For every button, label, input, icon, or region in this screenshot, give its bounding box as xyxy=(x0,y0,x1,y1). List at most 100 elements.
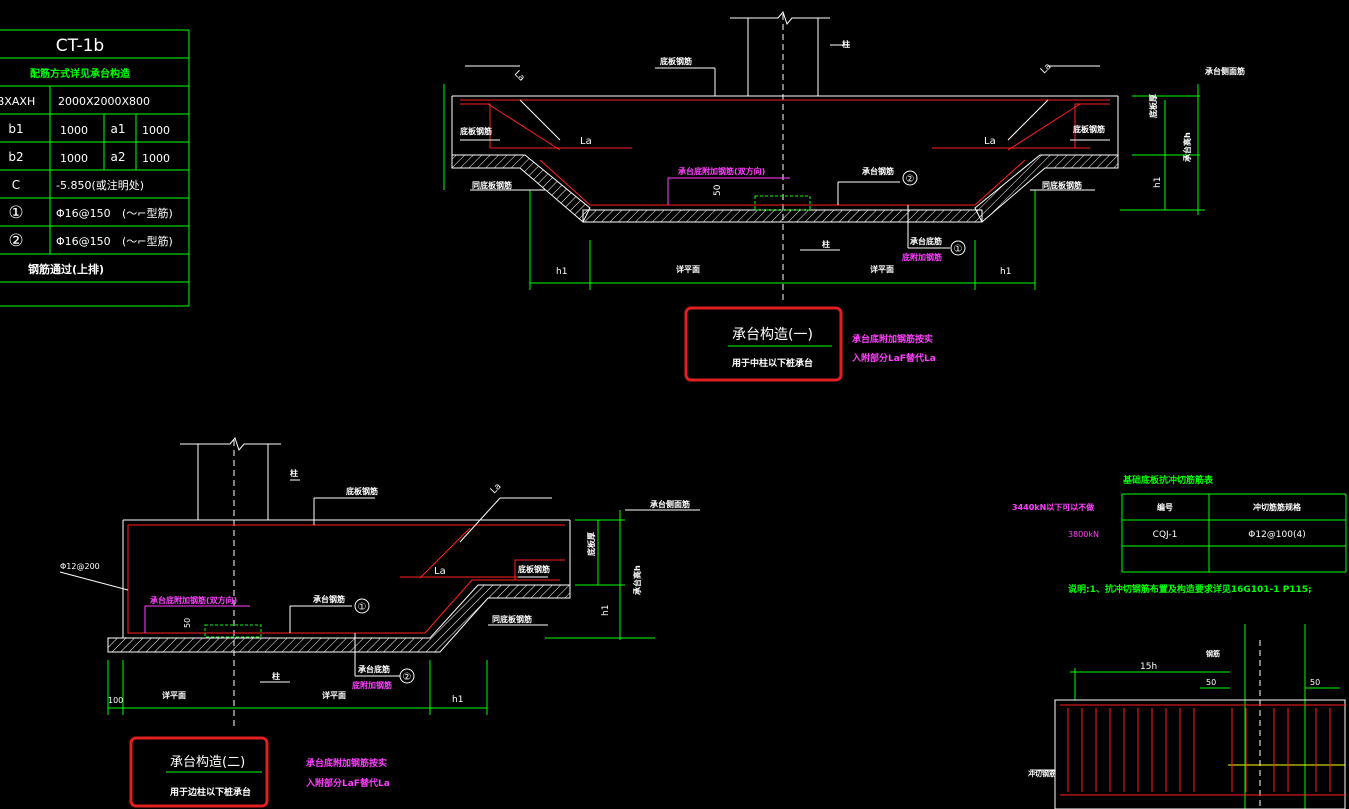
d3-dim-15h: 15h xyxy=(1140,662,1157,672)
detail-1-structure xyxy=(443,10,1205,300)
d1-label-h1-left: h1 xyxy=(556,267,567,277)
d1-label-detail-left: 详平面 xyxy=(676,264,700,274)
d2-label-slab-bar: 底板钢筋 xyxy=(517,564,550,574)
d2-label-cap-bar: 承台钢筋 xyxy=(313,594,345,604)
d2-label-column: 柱 xyxy=(290,468,298,478)
param-row-0-label: BXAXH xyxy=(0,95,35,108)
d1-label-slab-thick: 底板厚 xyxy=(1148,94,1158,119)
d1-label-slab-bar-right: 底板钢筋 xyxy=(1072,124,1105,134)
param-row-1-value: 1000 xyxy=(60,124,88,137)
d2-circle-1-label: ① xyxy=(358,602,367,613)
d1-label-column: 柱 xyxy=(842,39,850,49)
punch-note: 说明:1、抗冲切钢筋布置及构造要求详见16G101-1 P115; xyxy=(1068,583,1312,595)
param-row-2-value: 1000 xyxy=(60,152,88,165)
d1-label-la-top-right: La xyxy=(1039,62,1054,77)
punch-row-0: CQJ-1 xyxy=(1153,530,1178,540)
param-row-4-note: (〜⌐型筋) xyxy=(122,206,173,220)
d2-label-detail-right: 详平面 xyxy=(322,690,346,700)
param-row-5-value: Φ16@150 xyxy=(56,235,111,248)
param-row-1-value2: 1000 xyxy=(142,124,170,137)
d3-dim-50b: 50 xyxy=(1310,678,1320,687)
d1-label-h1-right: h1 xyxy=(1000,267,1011,277)
detail-2-circles xyxy=(354,598,415,684)
d1-label-cap-h: 承台高h xyxy=(1182,132,1192,162)
d1-circle-2-label: ② xyxy=(906,174,915,185)
d2-label-cap-bottom-add: 承台底附加钢筋(双方向) xyxy=(150,595,237,605)
punch-table-title: 基础底板抗冲切筋筋表 xyxy=(1122,474,1214,486)
d1-label-same-bar-right: 同底板钢筋 xyxy=(1042,180,1082,190)
d1-label-detail-right: 详平面 xyxy=(870,264,894,274)
d2-label-dim-50: 50 xyxy=(183,618,192,628)
d1-label-slab-bar-left: 底板钢筋 xyxy=(459,126,492,136)
param-table-title: CT-1b xyxy=(56,36,104,56)
d1-label-bottom-add: 底附加钢筋 xyxy=(901,252,942,262)
d2-label-dim-100: 100 xyxy=(108,696,123,705)
punch-row-1: Φ12@100(4) xyxy=(1248,530,1305,540)
d1-label-cap-bar-bottom: 承台底筋 xyxy=(910,236,942,246)
detail-1-circles xyxy=(902,170,966,256)
d1-note-line-1: 承台底附加钢筋按实 xyxy=(852,333,933,345)
d1-label-la-top-left: La xyxy=(512,69,527,84)
punch-header-1: 冲切筋筋规格 xyxy=(1253,502,1302,512)
d2-label-bar-left: Φ12@200 xyxy=(60,562,100,571)
d1-caption-highlight xyxy=(684,306,843,382)
param-row-3-label: C xyxy=(12,178,20,192)
d1-caption-sub: 用于中柱以下桩承台 xyxy=(731,357,813,369)
param-row-5-label: ② xyxy=(8,231,23,251)
d1-label-axis: 柱 xyxy=(822,239,830,249)
d2-label-cap-bar-bottom: 承台底筋 xyxy=(358,664,390,674)
d1-label-cap-bottom-add: 承台底附加钢筋(双方向) xyxy=(678,166,765,176)
punch-table-grid xyxy=(1121,493,1347,573)
d2-label-cap-h: 承台高h xyxy=(632,565,642,595)
d1-label-cap-edge: 承台侧面筋 xyxy=(1205,66,1245,76)
d1-label-bottom-bar: 底板钢筋 xyxy=(659,56,692,66)
punch-left-top: 3440kN以下可以不做 xyxy=(1012,502,1094,512)
param-row-1-label2: a1 xyxy=(111,122,126,136)
d1-circle-1-label: ① xyxy=(954,244,963,255)
detail-3-stirrups xyxy=(1067,708,1331,792)
d2-label-bottom-bar: 底板钢筋 xyxy=(345,486,378,496)
d2-circle-2-label: ② xyxy=(403,672,412,683)
d1-label-same-bar-left: 同底板钢筋 xyxy=(472,180,512,190)
punch-left-bottom: 3800kN xyxy=(1068,530,1099,539)
param-row-0-value: 2000X2000X800 xyxy=(58,95,150,108)
d2-note-line-1: 承台底附加钢筋按实 xyxy=(306,757,387,769)
d2-label-cap-edge: 承台侧面筋 xyxy=(650,499,690,509)
d1-label-la-right: La xyxy=(984,136,996,147)
d1-label-dim-50: 50 xyxy=(713,184,723,196)
d2-label-la-mid: La xyxy=(434,566,446,577)
param-row-1-label: b1 xyxy=(8,122,23,136)
param-row-4-value: Φ16@150 xyxy=(56,207,111,220)
d1-caption-title: 承台构造(一) xyxy=(732,327,813,343)
param-row-5-note: (〜⌐型筋) xyxy=(122,234,173,248)
d1-label-la-left: La xyxy=(580,136,592,147)
punch-header-0: 编号 xyxy=(1157,502,1173,512)
d2-note-line-2: 入附部分LaF替代La xyxy=(305,777,390,789)
d1-note-line-2: 入附部分LaF替代La xyxy=(851,352,936,364)
d2-label-la-top: La xyxy=(489,482,504,497)
d2-label-h1: h1 xyxy=(452,695,463,705)
d2-label-bottom-add: 底附加钢筋 xyxy=(351,680,392,690)
d2-label-slab-thick: 底板厚 xyxy=(586,532,596,557)
param-row-4-label: ① xyxy=(8,203,23,223)
param-row-2-label2: a2 xyxy=(111,150,126,164)
param-row-3-value: -5.850(或注明处) xyxy=(56,178,144,192)
d2-caption-sub: 用于边柱以下桩承台 xyxy=(169,786,251,798)
param-table-footer: 钢筋通过(上排) xyxy=(28,262,104,276)
d2-caption-highlight xyxy=(129,736,269,808)
d2-caption-title: 承台构造(二) xyxy=(170,755,245,770)
d2-label-axis: 柱 xyxy=(272,671,280,681)
detail-3-structure xyxy=(1030,624,1346,809)
d3-label-left: 冲切钢筋 xyxy=(1028,769,1056,778)
param-table xyxy=(0,29,190,307)
d1-label-h1-v: h1 xyxy=(1153,177,1163,188)
d3-dim-50a: 50 xyxy=(1206,678,1216,687)
detail-2-structure xyxy=(59,436,700,728)
d1-label-cap-bar: 承台钢筋 xyxy=(862,166,894,176)
d2-label-h1-v: h1 xyxy=(601,605,611,616)
d2-label-same-bar: 同底板钢筋 xyxy=(492,614,532,624)
d3-label-top: 钢筋 xyxy=(1206,649,1220,658)
param-row-2-value2: 1000 xyxy=(142,152,170,165)
param-row-2-label: b2 xyxy=(8,150,23,164)
